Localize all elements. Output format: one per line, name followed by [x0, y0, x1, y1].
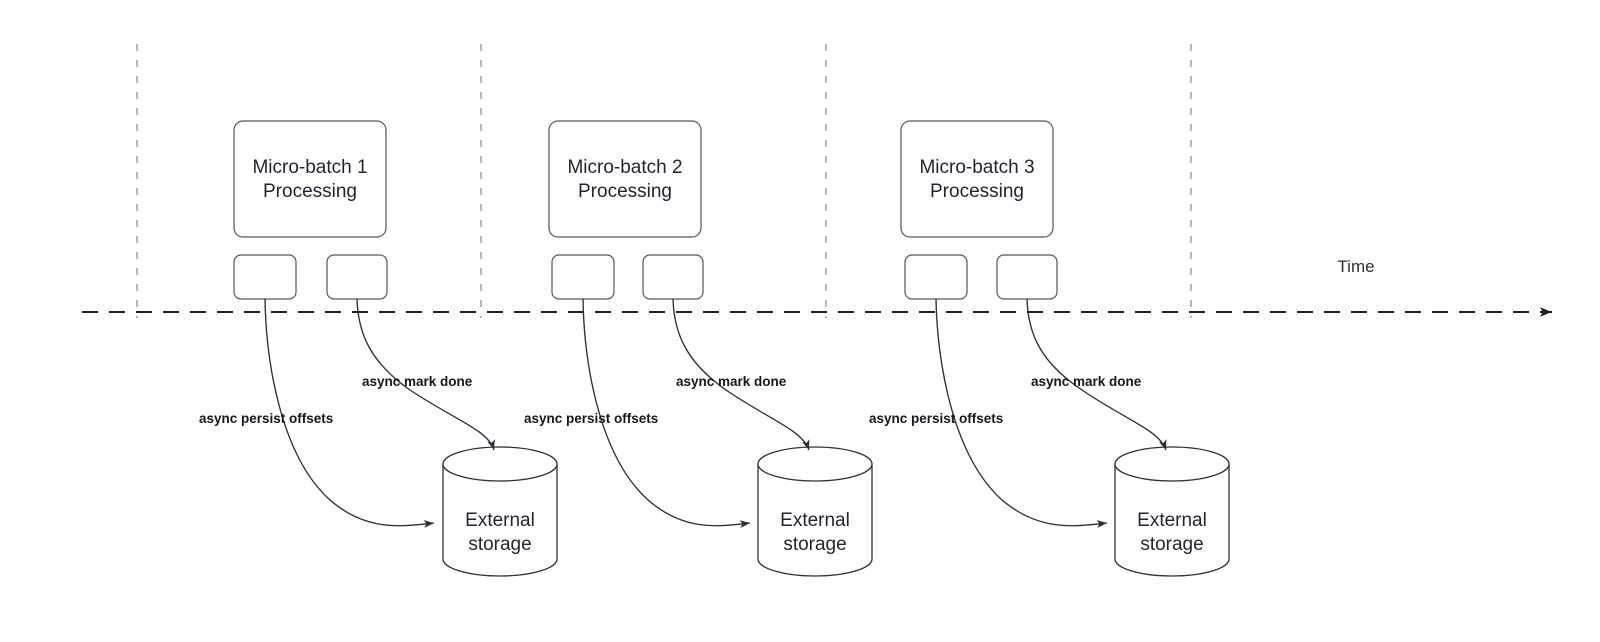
mark-done-edge: [672, 298, 810, 451]
micro-batch-box[interactable]: [548, 120, 702, 238]
external-storage-label-line2: storage: [468, 534, 531, 555]
persist-offsets-edge-label: async persist offsets: [199, 411, 333, 426]
micro-batch-label-line2: Processing: [263, 181, 357, 202]
timeline-tick-lines: [136, 44, 1192, 318]
persist-offsets-edge-label: async persist offsets: [869, 411, 1003, 426]
mark-done-edge-label: async mark done: [362, 374, 473, 389]
micro-batch-box[interactable]: [900, 120, 1054, 238]
external-storage-label-line2: storage: [783, 534, 846, 555]
micro-batch-label-line1: Micro-batch 1: [252, 157, 367, 178]
mark-done-edge: [1026, 298, 1167, 451]
task-box-mark[interactable]: [996, 254, 1058, 300]
time-axis-label: Time: [1337, 257, 1374, 276]
micro-batch-box[interactable]: [233, 120, 387, 238]
mark-done-edge: [356, 298, 495, 451]
external-storage-label-line1: External: [780, 510, 850, 531]
micro-batch-label-line2: Processing: [930, 181, 1024, 202]
micro-batch-label-line1: Micro-batch 3: [919, 157, 1034, 178]
mark-done-edge-label: async mark done: [676, 374, 787, 389]
external-storage-label-line2: storage: [1140, 534, 1203, 555]
external-storage-cylinder[interactable]: [1114, 463, 1230, 577]
persist-offsets-edge-label: async persist offsets: [524, 411, 658, 426]
external-storage-cylinder[interactable]: [757, 463, 873, 577]
task-box-mark[interactable]: [642, 254, 704, 300]
mark-done-edge-label: async mark done: [1031, 374, 1142, 389]
cylinder-top-ellipse: [442, 446, 558, 482]
cylinder-top-ellipse: [757, 446, 873, 482]
task-box-persist[interactable]: [904, 254, 968, 300]
task-box-persist[interactable]: [551, 254, 615, 300]
external-storage-label-line1: External: [1137, 510, 1207, 531]
cylinder-top-ellipse: [1114, 446, 1230, 482]
micro-batch-label-line1: Micro-batch 2: [567, 157, 682, 178]
external-storage-label-line1: External: [465, 510, 535, 531]
persist-offsets-edge: [582, 298, 751, 528]
task-box-mark[interactable]: [326, 254, 388, 300]
persist-offsets-edge: [935, 298, 1108, 528]
task-box-persist[interactable]: [233, 254, 297, 300]
persist-offsets-edge: [264, 298, 435, 528]
micro-batch-label-line2: Processing: [578, 181, 672, 202]
external-storage-cylinder[interactable]: [442, 463, 558, 577]
